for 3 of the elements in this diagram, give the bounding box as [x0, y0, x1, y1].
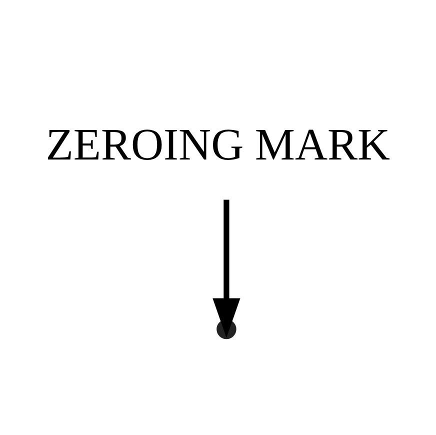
node-text: ZEROING MARK [46, 119, 390, 170]
arrow [212, 199, 240, 338]
node-circle [216, 318, 236, 339]
